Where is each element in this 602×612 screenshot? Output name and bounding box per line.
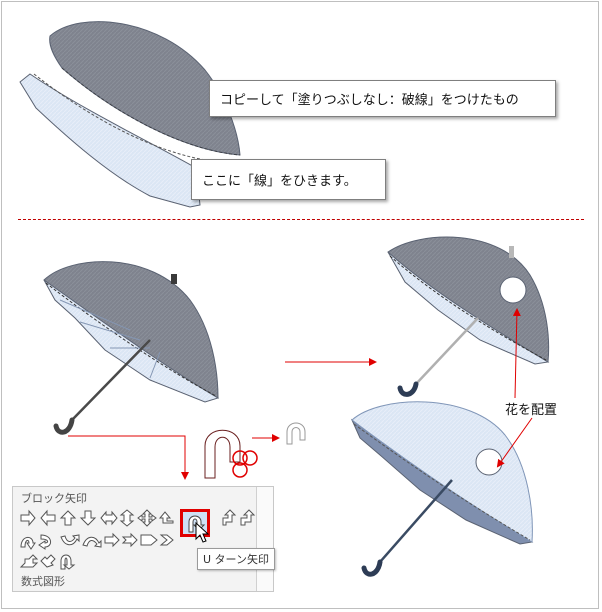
shape-tooltip: U ターン矢印 (197, 548, 275, 570)
bent-arrow-icon (222, 509, 237, 526)
u-turn-arrow-button[interactable] (180, 509, 210, 537)
shape-menu-header: ブロック矢印 (21, 492, 87, 505)
right-arrow-icon (20, 509, 36, 527)
shape-menu-panel: ブロック矢印 数式図形 (12, 486, 274, 592)
shape-menu-scrollbar[interactable] (256, 487, 273, 591)
umbrella-right-top-shaft (415, 317, 479, 385)
chevron-icon (159, 534, 174, 546)
umbrella-right-top-tip (509, 246, 514, 258)
pentagon-icon (140, 534, 158, 546)
up-bent-arrow-icon (240, 509, 256, 526)
umbrella-right-bottom-handle (361, 559, 383, 577)
flower-label: 花を配置 (505, 403, 558, 418)
arrow-to-flower-top (512, 308, 521, 399)
up-arrow-icon (59, 510, 77, 526)
left-right-arrow-icon (100, 510, 118, 526)
shape-menu-footer: 数式図形 (21, 575, 65, 588)
u-turn-result-shape (286, 422, 306, 445)
quad-arrow-callout-icon (40, 554, 56, 568)
quad-arrow-icon (137, 509, 157, 527)
circular-arrow-icon (60, 554, 76, 570)
right-arrow-callout-icon (19, 554, 39, 568)
flower-placeholder-bottom (475, 448, 503, 476)
up-down-arrow-icon (119, 509, 135, 527)
curved-up-arrow-icon (60, 534, 80, 546)
callout-copy-note: コピーして「塗りつぶしなし：破線」をつけたもの (209, 80, 556, 117)
curved-right-arrow-icon (20, 537, 36, 550)
arrow-to-shape-menu (68, 435, 189, 480)
curved-left-arrow-icon (38, 534, 51, 550)
umbrella-right-top-handle (397, 381, 419, 397)
umbrella-right-bottom (350, 401, 534, 577)
umbrella-left (43, 261, 220, 435)
umbrella-left-handle (53, 417, 75, 435)
u-turn-arrow-icon (188, 515, 206, 533)
section-divider (18, 219, 584, 220)
flower-placeholder-top (499, 276, 527, 304)
left-right-up-arrow-icon (158, 511, 174, 524)
umbrella-right-top (387, 236, 550, 397)
striped-right-arrow-icon (104, 532, 120, 548)
canopy-top-piece (49, 21, 241, 156)
callout-line-note: ここに「線」をひきます。 (191, 159, 386, 200)
umbrella-left-shaft (71, 339, 151, 421)
down-arrow-icon (79, 510, 97, 526)
umbrella-left-tip (171, 274, 177, 284)
u-turn-shape-editing (204, 429, 258, 479)
umbrella-right-bottom-shaft (379, 479, 453, 563)
canopy-inner-piece (19, 73, 206, 208)
notched-right-arrow-icon (121, 532, 138, 548)
shape-grid (19, 509, 256, 570)
arrow-to-flower-bottom (496, 417, 533, 468)
left-arrow-icon (40, 509, 56, 527)
curved-down-arrow-icon (82, 536, 102, 548)
